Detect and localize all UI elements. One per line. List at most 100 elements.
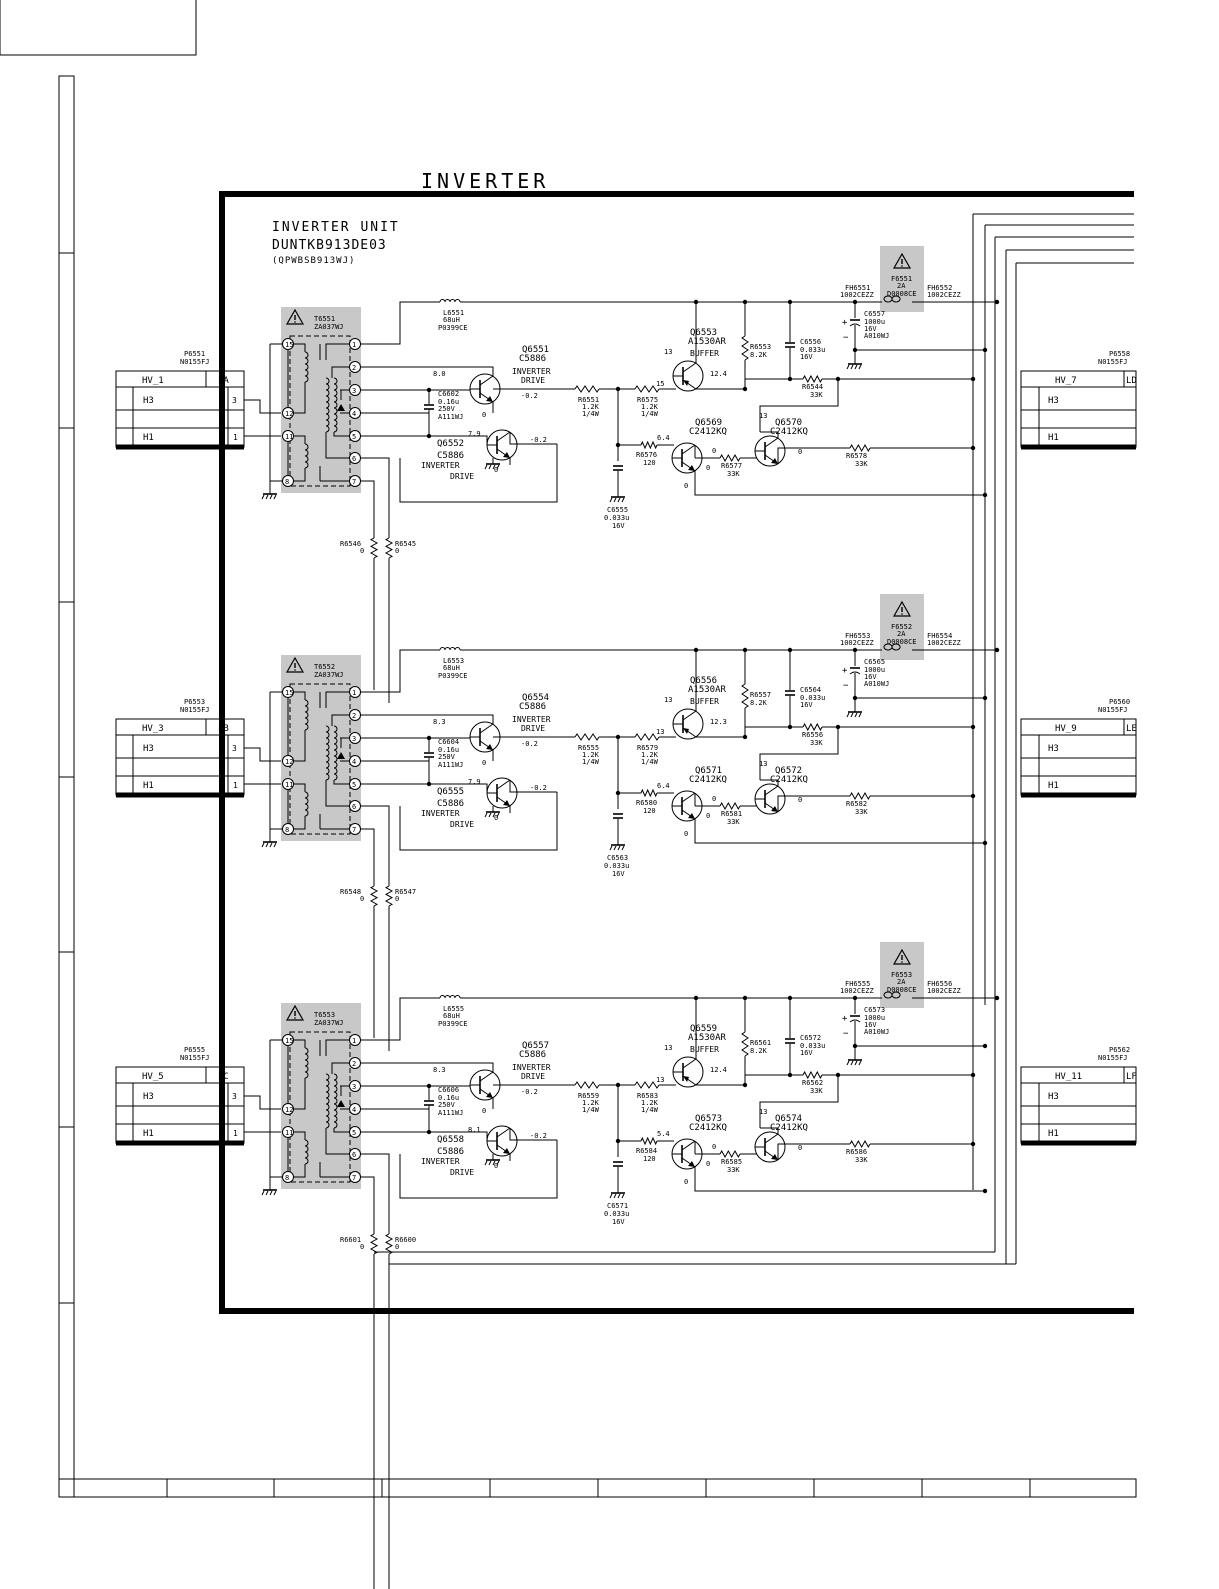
ground-symbol xyxy=(846,358,862,370)
resistor-value: 0 xyxy=(360,895,364,903)
resistor-symbol xyxy=(802,722,823,732)
resistor-value: 1.2K xyxy=(582,403,600,411)
junction-dot xyxy=(852,647,858,653)
capacitor-value: 0.16u xyxy=(438,398,459,406)
capacitor-value: 0.033u xyxy=(800,694,825,702)
resistor-symbol xyxy=(384,885,394,907)
connector-ref: P6555 xyxy=(184,1046,205,1054)
inductor-ref: L6553 xyxy=(443,657,464,665)
wire xyxy=(760,1127,779,1134)
resistor-value: 8.2K xyxy=(750,699,768,707)
transformer-pin xyxy=(349,823,361,835)
resistor-ref: R6601 xyxy=(340,1236,361,1244)
inductor-symbol xyxy=(439,299,461,303)
resistor-symbol xyxy=(849,1139,871,1149)
wire xyxy=(509,780,557,793)
voltage-reading: 0 xyxy=(684,1178,688,1186)
junction-dot xyxy=(970,793,976,799)
transformer-pin xyxy=(282,1126,294,1138)
connector-body xyxy=(1020,370,1137,448)
transistor-label: DRIVE xyxy=(450,820,474,829)
junction-dot xyxy=(426,1083,432,1089)
voltage-reading: 0 xyxy=(482,759,486,767)
transistor-part: C2412KQ xyxy=(689,775,727,785)
transformer-pin xyxy=(349,800,361,812)
junction-dot xyxy=(615,734,621,740)
voltage-reading: 0 xyxy=(706,1160,710,1168)
coil-symbol xyxy=(304,1139,309,1165)
resistor-ref: R6584 xyxy=(636,1147,657,1155)
transformer-pin xyxy=(282,338,294,350)
junction-dot xyxy=(787,647,793,653)
transformer-pin-number: 6 xyxy=(352,1151,356,1159)
connector-pin-h1: H1 xyxy=(143,1129,154,1139)
transformer-part: ZA037WJ xyxy=(314,671,344,679)
connector-tag: LE xyxy=(1126,724,1137,734)
junction-dot xyxy=(742,1082,748,1088)
wire xyxy=(294,382,306,414)
npn-transistor-symbol xyxy=(486,777,518,809)
resistor-ref: R6577 xyxy=(721,462,742,470)
voltage-reading: -0.2 xyxy=(521,740,538,748)
transformer-pin-number: 6 xyxy=(352,455,356,463)
polarity-minus: − xyxy=(843,1029,849,1039)
voltage-reading: 0 xyxy=(712,447,716,455)
resistor-ref: R6562 xyxy=(802,1079,823,1087)
resistor-value: 33K xyxy=(727,1166,740,1174)
junction-dot xyxy=(693,647,699,653)
wire xyxy=(331,1062,349,1074)
resistor-value: 33K xyxy=(855,808,868,816)
wire xyxy=(244,1095,283,1110)
voltage-reading: 0 xyxy=(482,1107,486,1115)
connector-pin-h1: H1 xyxy=(1048,433,1059,443)
fuse-icon xyxy=(883,643,901,651)
fuse-holder-ref: FH6556 xyxy=(927,980,952,988)
wire xyxy=(361,758,430,785)
pnp-transistor-symbol xyxy=(672,360,704,392)
transformer-pin xyxy=(349,407,361,419)
ground-symbol xyxy=(846,1054,862,1066)
section-title: INVERTER xyxy=(421,169,549,193)
resistor-rating: 1/4W xyxy=(641,758,659,766)
wire xyxy=(509,432,557,445)
resistor-ref: R6586 xyxy=(846,1148,867,1156)
coil-symbol xyxy=(333,725,338,781)
wire xyxy=(777,795,850,812)
junction-dot xyxy=(742,386,748,392)
voltage-reading: 8.3 xyxy=(433,718,446,726)
transformer-pin xyxy=(349,361,361,373)
supply-rail: L655368uHP0399CEF65522AD0008CEFH65531002… xyxy=(361,594,1000,693)
transformer-pin xyxy=(282,1034,294,1046)
fuse-icon xyxy=(883,991,901,999)
fuse-holder-ref: FH6553 xyxy=(845,632,870,640)
connector-part: N0155FJ xyxy=(180,1054,210,1062)
transformer-pin-number: 4 xyxy=(352,410,356,418)
transistor-ref: Q6558 xyxy=(437,1135,464,1145)
junction-dot xyxy=(742,734,748,740)
wire xyxy=(361,435,488,445)
connector-pin-h1: H1 xyxy=(1048,1129,1059,1139)
npn-transistor-symbol xyxy=(469,373,501,405)
wire xyxy=(294,1039,306,1048)
wire xyxy=(760,431,779,438)
transformer-pin-number: 4 xyxy=(352,1106,356,1114)
resistor-value: 0 xyxy=(395,895,399,903)
supply-rail: L655568uHP0399CEF65532AD0008CEFH65551002… xyxy=(361,942,1000,1041)
junction-dot xyxy=(693,995,699,1001)
wire xyxy=(294,691,306,700)
resistor-ref: R6581 xyxy=(721,810,742,818)
resistor-value: 33K xyxy=(810,739,823,747)
junction-dot xyxy=(970,445,976,451)
transistor-part: C5886 xyxy=(437,451,464,461)
resistor-ref: R6580 xyxy=(636,799,657,807)
transistor-label: INVERTER xyxy=(512,715,551,724)
warning-icon xyxy=(285,308,305,325)
capacitor-value: 0.16u xyxy=(438,746,459,754)
resistor-symbol xyxy=(849,443,871,453)
